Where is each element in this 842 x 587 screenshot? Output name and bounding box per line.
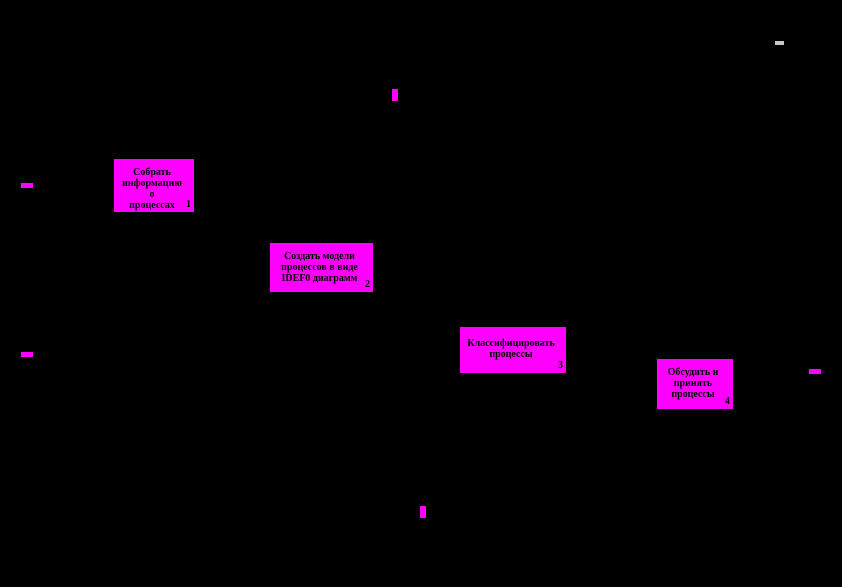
process-block-4-label: Обсудить и принять процессы bbox=[667, 367, 719, 400]
process-block-3-number: 3 bbox=[558, 360, 563, 371]
input-arrow-marker-1[interactable] bbox=[21, 183, 33, 188]
process-block-4-number: 4 bbox=[725, 396, 730, 407]
process-block-1-label: Собрать информацию о процессах bbox=[122, 167, 182, 211]
process-block-1[interactable]: Собрать информацию о процессах 1 bbox=[114, 159, 194, 212]
process-block-3-label: Классифицировать процессы bbox=[467, 338, 555, 360]
process-block-4[interactable]: Обсудить и принять процессы 4 bbox=[657, 359, 733, 409]
mechanism-arrow-marker[interactable] bbox=[420, 506, 426, 518]
control-arrow-marker[interactable] bbox=[392, 89, 398, 101]
process-block-2[interactable]: Создать модели процессов в виде IDEF0 ди… bbox=[270, 243, 373, 292]
input-arrow-marker-2[interactable] bbox=[21, 352, 33, 357]
output-arrow-marker[interactable] bbox=[809, 369, 821, 374]
corner-marker bbox=[775, 41, 784, 45]
process-block-1-number: 1 bbox=[186, 199, 191, 210]
process-block-2-label: Создать модели процессов в виде IDEF0 ди… bbox=[281, 251, 358, 284]
process-block-2-number: 2 bbox=[365, 279, 370, 290]
process-block-3[interactable]: Классифицировать процессы 3 bbox=[460, 327, 566, 373]
